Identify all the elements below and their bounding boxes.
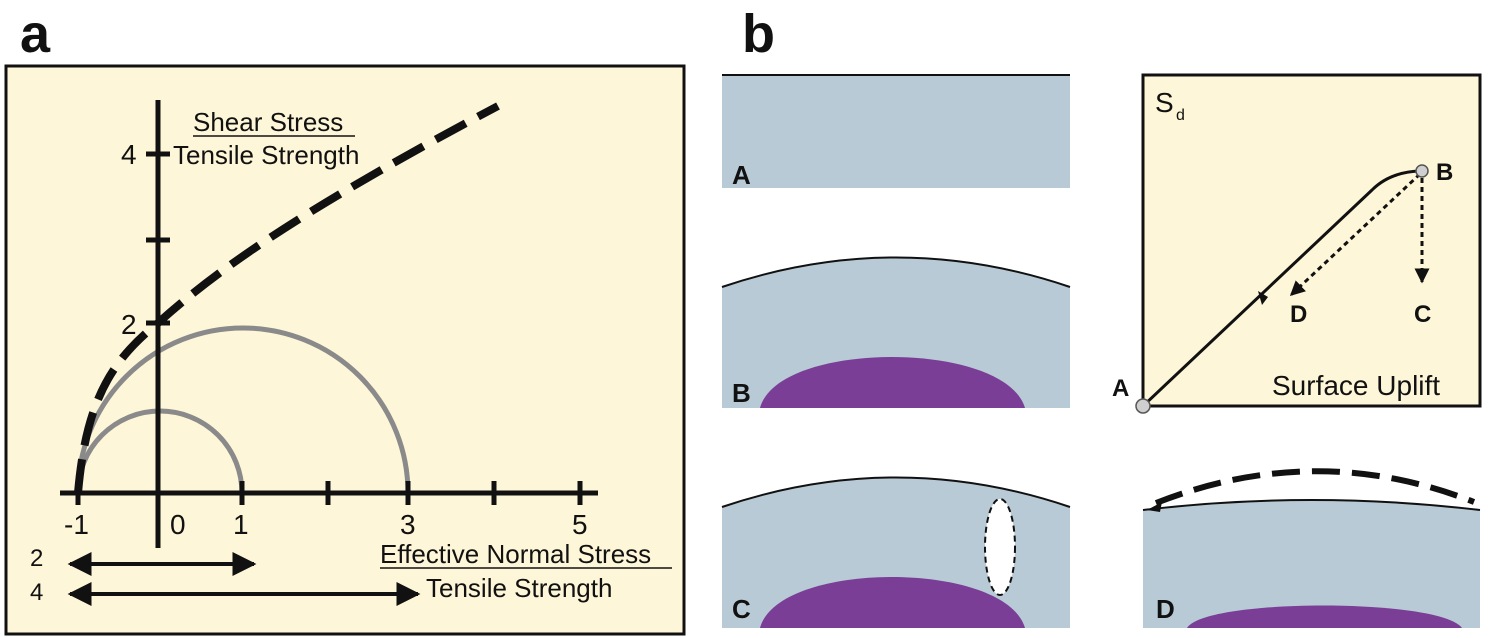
stage-d-label: D [1156,594,1175,624]
stage-d-crust [1143,500,1480,628]
x-tick-label-1: 1 [233,509,249,540]
stage-d-surface [1142,499,1481,511]
plot-y-label: S [1155,87,1174,118]
panel-a-label: a [20,4,51,64]
y-tick-label-2: 2 [121,309,137,340]
stage-d-arrow-head [1147,502,1162,512]
y-axis-title: Shear Stress [193,107,343,137]
stage-c-surface [721,476,1071,508]
x-tick-label--1: -1 [64,509,89,540]
stage-a-crust [722,75,1070,188]
node-a [1135,398,1151,414]
plot-x-label: Surface Uplift [1272,370,1440,401]
stage-b-surface [721,256,1071,288]
stage-b-magma [760,357,1025,408]
stage-d-magma [1187,605,1462,628]
stage-d-previous-surface [1154,468,1476,506]
point-label-a: A [1112,375,1129,402]
arrow-label-2: 2 [30,545,43,572]
x-tick-label-0: 0 [170,509,186,540]
failure-envelope [74,102,500,494]
stage-a-label: A [732,160,751,190]
panel-b-label: b [742,4,775,64]
stage-c-label: C [732,594,751,624]
point-label-d: D [1290,301,1307,328]
x-tick-label-3: 3 [400,509,416,540]
y-axis-subtitle: Tensile Strength [173,140,359,170]
x-axis-title: Effective Normal Stress [380,539,651,569]
mohr-circle-large [75,325,411,494]
path-a-to-b-arrow [1258,291,1268,305]
stage-c-fracture [984,498,1016,596]
path-b-to-d [1289,172,1422,297]
stage-c-magma [760,577,1025,628]
y-tick-label-4: 4 [121,139,137,170]
path-a-to-b [1141,169,1421,408]
plot-y-label-subscript: d [1176,107,1185,124]
arrow-label-4: 4 [30,579,43,606]
uplift-plot-frame [1141,73,1482,408]
panel-a-frame [4,64,686,636]
x-axis-subtitle: Tensile Strength [426,573,612,603]
x-tick-label-5: 5 [572,509,588,540]
stage-b-label: B [732,378,751,408]
point-label-c: C [1414,301,1431,328]
point-label-b: B [1436,159,1453,186]
node-b [1415,164,1429,178]
